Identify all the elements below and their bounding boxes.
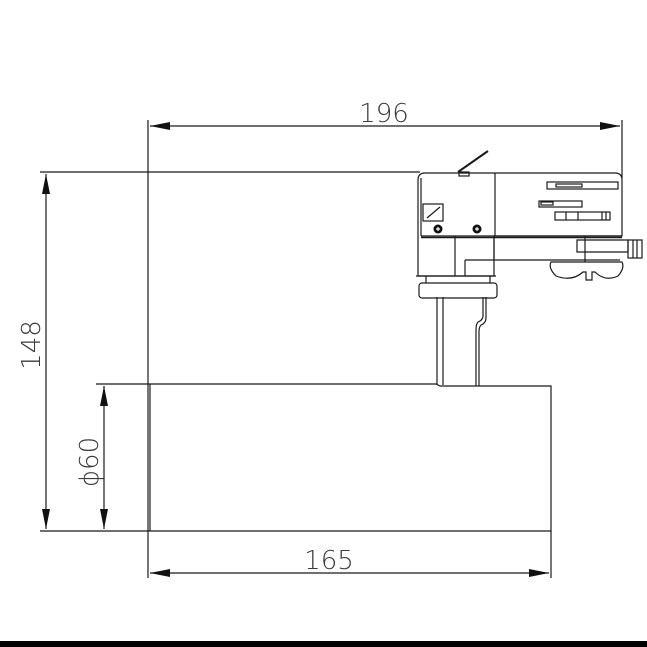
dim-label-196: 196 xyxy=(359,99,409,129)
arrow-left-icon xyxy=(150,569,170,577)
dim-label-148: 148 xyxy=(17,320,47,370)
bottom-border xyxy=(0,641,647,647)
dim-label-165: 165 xyxy=(304,546,354,576)
dim-label-diameter-60: ϕ60 xyxy=(75,437,105,487)
lamp-body-outline xyxy=(149,383,552,532)
arrow-down-icon xyxy=(100,509,108,529)
release-lever xyxy=(457,150,489,173)
arrow-right-icon xyxy=(529,569,549,577)
arrow-left-icon xyxy=(150,122,170,130)
arrow-right-icon xyxy=(600,122,620,130)
arrow-up-icon xyxy=(42,174,50,194)
arrow-up-icon xyxy=(100,386,108,406)
arrow-down-icon xyxy=(42,509,50,529)
track-adapter-outline xyxy=(417,172,623,277)
locking-knob xyxy=(549,261,624,281)
screw-icon xyxy=(433,224,443,234)
screw-icon xyxy=(472,224,482,234)
